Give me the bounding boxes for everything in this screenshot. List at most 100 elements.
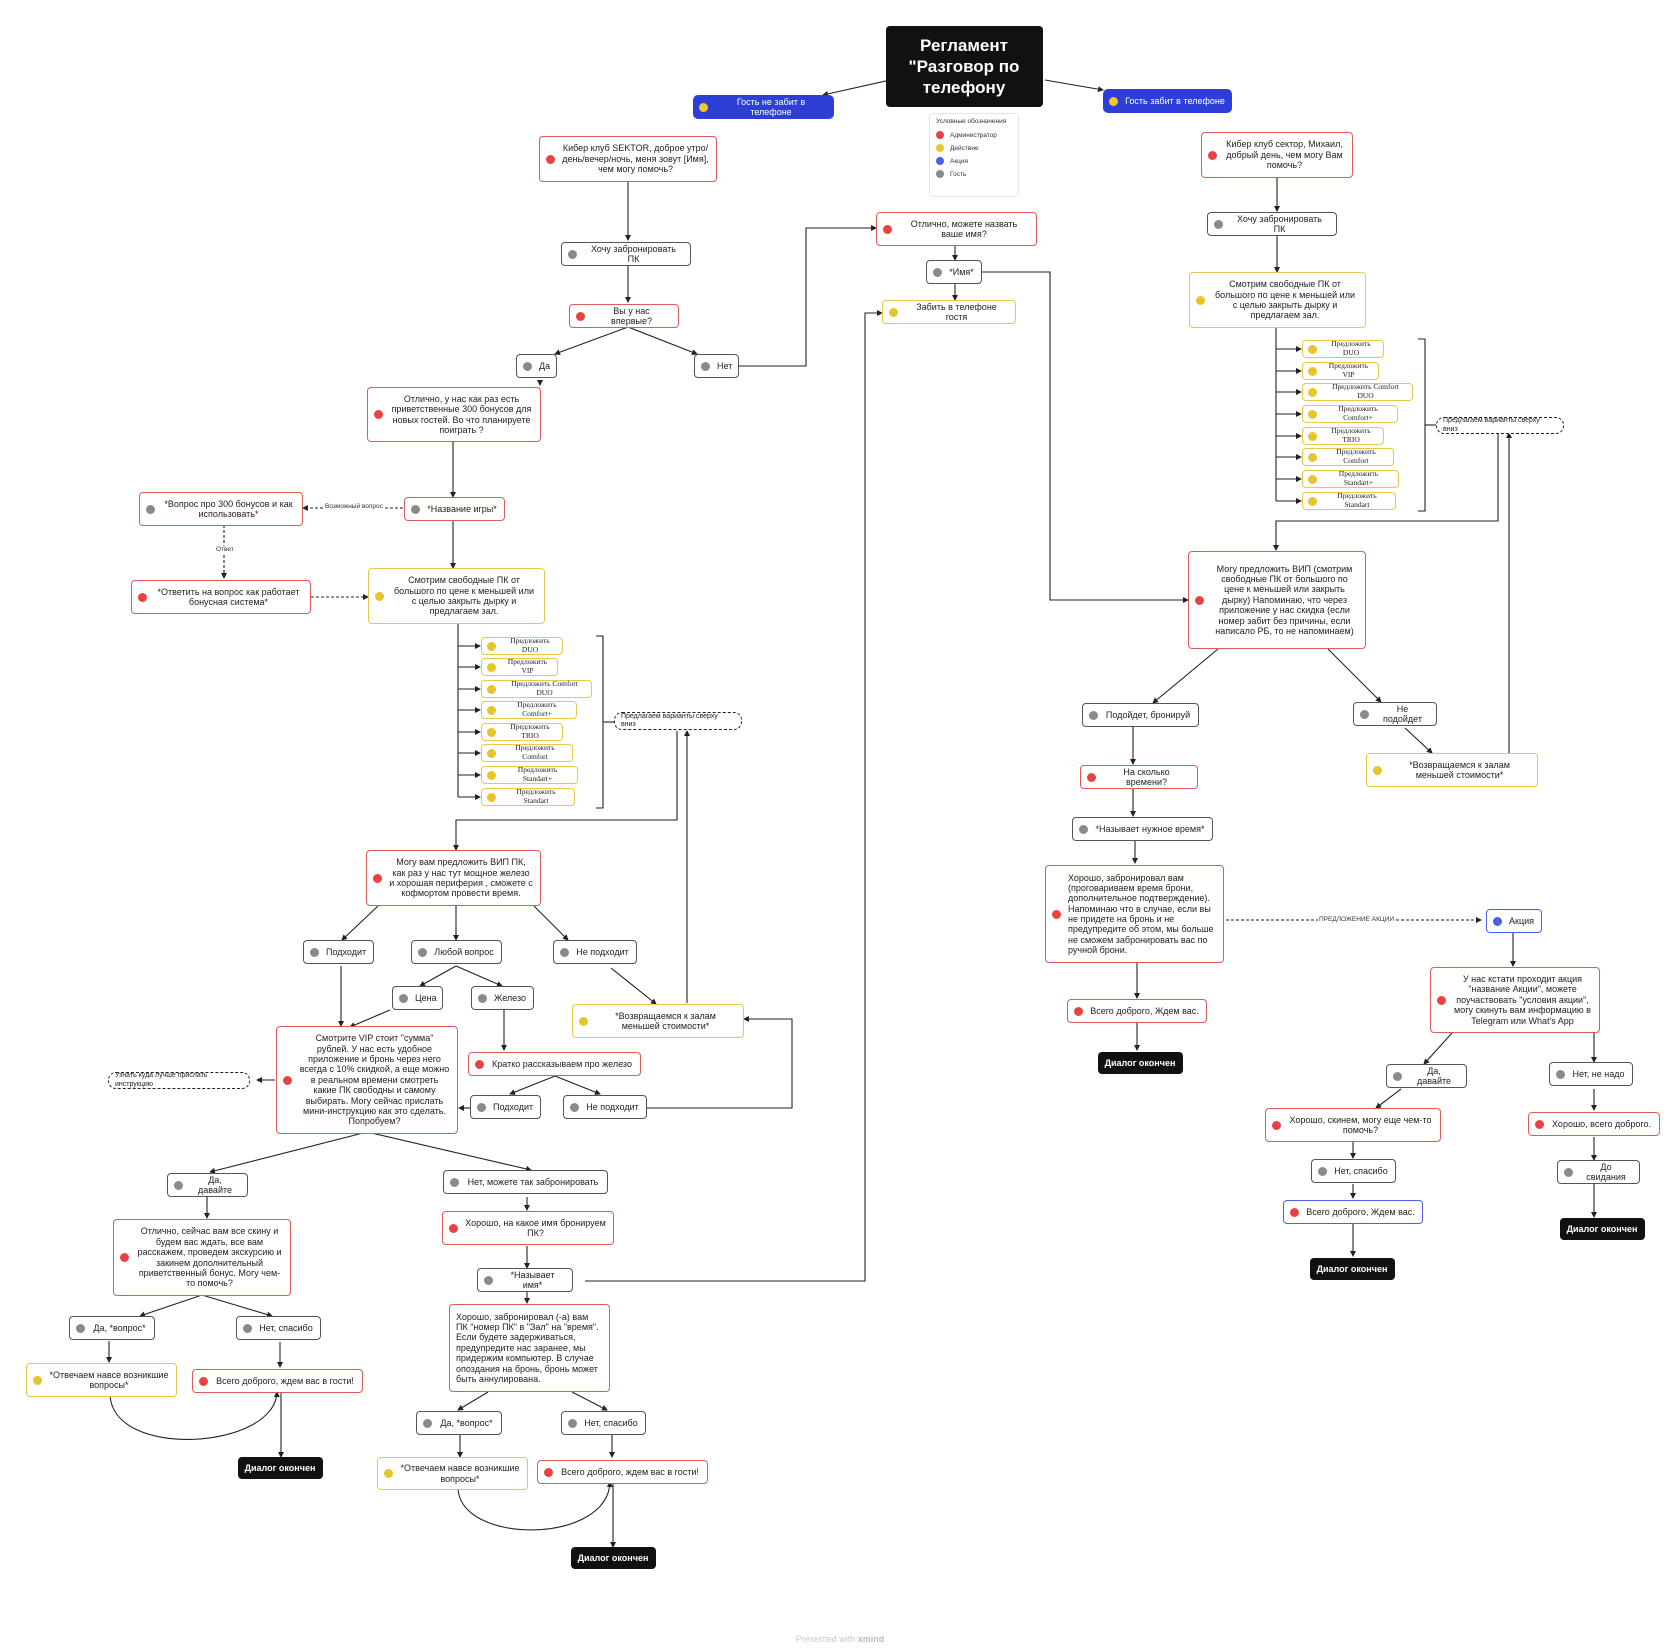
node-greeting-mikhail[interactable]: Кибер клуб сектор, Михаил, добрый день, … (1201, 132, 1353, 178)
node-label: *Отвечаем навсе возникшие вопросы* (400, 1463, 520, 1484)
node-no-thanks-2[interactable]: Нет, спасибо (561, 1411, 646, 1435)
offer-standart[interactable]: Предложить Standart (481, 787, 575, 806)
node-yes-question-1[interactable]: Да, *вопрос* (69, 1316, 155, 1340)
node-goodbye-right[interactable]: Всего доброго, Ждем вас. (1067, 999, 1207, 1023)
node-fits[interactable]: Подходит (303, 940, 374, 964)
node-all-the-best[interactable]: Хорошо, всего доброго. (1528, 1112, 1660, 1136)
guest-dot-icon (478, 993, 487, 1003)
offer-trio[interactable]: Предложить TRIO (481, 722, 563, 741)
offer-trio-right[interactable]: Предложить TRIO (1302, 426, 1384, 445)
node-will-send[interactable]: Хорошо, скинем, могу еще чем-то помочь? (1265, 1108, 1441, 1142)
offer-standart-plus-right[interactable]: Предложить Standart+ (1302, 469, 1399, 488)
node-look-free-pc-right[interactable]: Смотрим свободные ПК от большого по цене… (1189, 272, 1366, 328)
node-names-time[interactable]: *Называет нужное время* (1072, 817, 1213, 841)
node-label: *Возвращаемся к залам меньшей стоимости* (615, 1010, 716, 1031)
node-goodbye-1[interactable]: Всего доброго, ждем вас в гости! (192, 1369, 363, 1393)
offer-comfort-plus-right[interactable]: Предложить Comfort+ (1302, 404, 1398, 423)
node-save-to-phone[interactable]: Забить в телефоне гостя (882, 300, 1016, 324)
node-offer-vip-pc[interactable]: Могу вам предложить ВИП ПК, как раз у на… (366, 850, 541, 906)
node-label: Нет, не надо (1572, 1068, 1625, 1079)
node-label: Предложить Comfort (515, 743, 555, 761)
node-yes[interactable]: Да (516, 354, 557, 378)
guest-dot-icon (1360, 709, 1369, 719)
node-welcome-bonus[interactable]: Отлично, у нас как раз есть приветственн… (367, 387, 541, 442)
node-no-thanks-right[interactable]: Нет, спасибо (1311, 1159, 1396, 1183)
action-dot-icon (1308, 496, 1317, 506)
node-yes-please[interactable]: Да, давайте (167, 1173, 248, 1197)
node-look-free-pc[interactable]: Смотрим свободные ПК от большого по цене… (368, 568, 545, 624)
action-dot-icon (487, 792, 496, 802)
node-goodbye-2[interactable]: Всего доброго, ждем вас в гости! (537, 1460, 708, 1484)
node-label: Нет (717, 360, 733, 371)
node-hardware[interactable]: Железо (471, 986, 534, 1010)
offer-vip-right[interactable]: Предложить VIP (1302, 361, 1379, 380)
admin-dot-icon (1535, 1119, 1544, 1129)
branch-guest-not-saved[interactable]: Гость не забит в телефоне (693, 95, 834, 119)
node-booking-confirmed[interactable]: Хорошо, забронировал (-а) вам ПК "номер … (449, 1304, 610, 1392)
node-goodbye-right-2[interactable]: Всего доброго, Ждем вас. (1283, 1200, 1423, 1224)
node-promo-text[interactable]: У нас кстати проходит акция "название Ак… (1430, 967, 1600, 1033)
node-want-book-pc-right[interactable]: Хочу забронировать ПК (1207, 212, 1337, 236)
node-vip-price-info[interactable]: Смотрите VIP стоит "сумма" рублей. У нас… (276, 1026, 458, 1134)
node-no[interactable]: Нет (694, 354, 739, 378)
node-back-cheaper-left[interactable]: *Возвращаемся к залам меньшей стоимости* (572, 1004, 744, 1038)
offer-duo-right[interactable]: Предложить DUO (1302, 339, 1384, 358)
node-no-just-book[interactable]: Нет, можете так забронировать (443, 1170, 608, 1194)
offer-comfort-duo-right[interactable]: Предложить Comfort DUO (1302, 382, 1413, 401)
node-hw-fits[interactable]: Подходит (470, 1095, 541, 1119)
node-ask-name[interactable]: Отлично, можете назвать ваше имя? (876, 212, 1037, 246)
node-promo[interactable]: Акция (1486, 909, 1542, 933)
node-label: На сколько времени? (1123, 766, 1170, 787)
node-question-300-bonus[interactable]: *Вопрос про 300 бонусов и как использова… (139, 492, 303, 526)
node-label: Могу вам предложить ВИП ПК, как раз у на… (389, 857, 533, 899)
node-how-long[interactable]: На сколько времени? (1080, 765, 1198, 789)
node-answer-questions-1[interactable]: *Отвечаем навсе возникшие вопросы* (26, 1363, 177, 1397)
action-dot-icon (384, 1469, 393, 1478)
node-gives-name[interactable]: *Называет имя* (477, 1268, 573, 1292)
offer-standart-right[interactable]: Предложить Standart (1302, 491, 1396, 510)
offer-comfort-plus[interactable]: Предложить Comfort+ (481, 700, 577, 719)
node-ok-book[interactable]: Подойдет, бронируй (1082, 703, 1199, 727)
offer-comfort-right[interactable]: Предложить Comfort (1302, 447, 1394, 466)
node-first-time[interactable]: Вы у нас впервые? (569, 304, 679, 328)
offer-comfort-duo[interactable]: Предложить Comfort DUO (481, 679, 592, 698)
node-see-you[interactable]: До свидания (1557, 1160, 1640, 1184)
node-back-cheaper-right[interactable]: *Возвращаемся к залам меньшей стоимости* (1366, 753, 1538, 787)
node-answer-bonus-system[interactable]: *Ответить на вопрос как работает бонусна… (131, 580, 311, 614)
node-yes-question-2[interactable]: Да, *вопрос* (416, 1411, 502, 1435)
node-no-thanks-1[interactable]: Нет, спасибо (236, 1316, 321, 1340)
offer-comfort[interactable]: Предложить Comfort (481, 743, 573, 762)
node-not-ok[interactable]: Не подойдет (1353, 702, 1437, 726)
node-any-question[interactable]: Любой вопрос (411, 940, 502, 964)
offer-standart-plus[interactable]: Предложить Standart+ (481, 765, 578, 784)
legend-item-action: Действие (936, 144, 1012, 152)
node-hardware-brief[interactable]: Кратко рассказываем про железо (468, 1052, 641, 1076)
node-send-instruction[interactable]: Отлично, сейчас вам все скину и будем ва… (113, 1219, 291, 1296)
node-answer-questions-2[interactable]: *Отвечаем навсе возникшие вопросы* (377, 1457, 528, 1490)
node-promo-no[interactable]: Нет, не надо (1549, 1062, 1633, 1086)
node-ask-booking-name[interactable]: Хорошо, на какое имя бронируем ПК? (442, 1211, 614, 1245)
node-label: Цена (415, 992, 437, 1003)
node-not-fits[interactable]: Не подходит (553, 940, 637, 964)
node-promo-yes[interactable]: Да, давайте (1386, 1064, 1467, 1088)
guest-dot-icon (1079, 824, 1088, 834)
node-game-name[interactable]: *Название игры* (404, 497, 505, 521)
node-label: *Называет нужное время* (1095, 823, 1205, 834)
node-offer-vip-right[interactable]: Могу предложить ВИП (смотрим свободные П… (1188, 551, 1366, 649)
admin-dot-icon (120, 1253, 129, 1262)
node-price[interactable]: Цена (392, 986, 443, 1010)
action-dot-icon (1308, 366, 1317, 376)
node-label: Да (539, 360, 551, 371)
legend-dot-admin (936, 131, 944, 139)
legend-dot-promo (936, 157, 944, 165)
offer-duo[interactable]: Предложить DUO (481, 636, 563, 655)
offer-vip[interactable]: Предложить VIP (481, 657, 558, 676)
branch-guest-saved[interactable]: Гость забит в телефоне (1103, 89, 1232, 113)
node-label: Нет, спасибо (259, 1322, 313, 1333)
node-name[interactable]: *Имя* (926, 260, 982, 284)
node-want-book-pc[interactable]: Хочу забронировать ПК (561, 242, 691, 266)
promo-dot-icon (1493, 916, 1502, 926)
node-greeting-sektor[interactable]: Кибер клуб SEKTOR, доброе утро/день/вече… (539, 136, 717, 182)
node-hw-not-fits[interactable]: Не подходит (563, 1095, 647, 1119)
node-booked-right[interactable]: Хорошо, забронировал вам (проговариваем … (1045, 865, 1224, 963)
